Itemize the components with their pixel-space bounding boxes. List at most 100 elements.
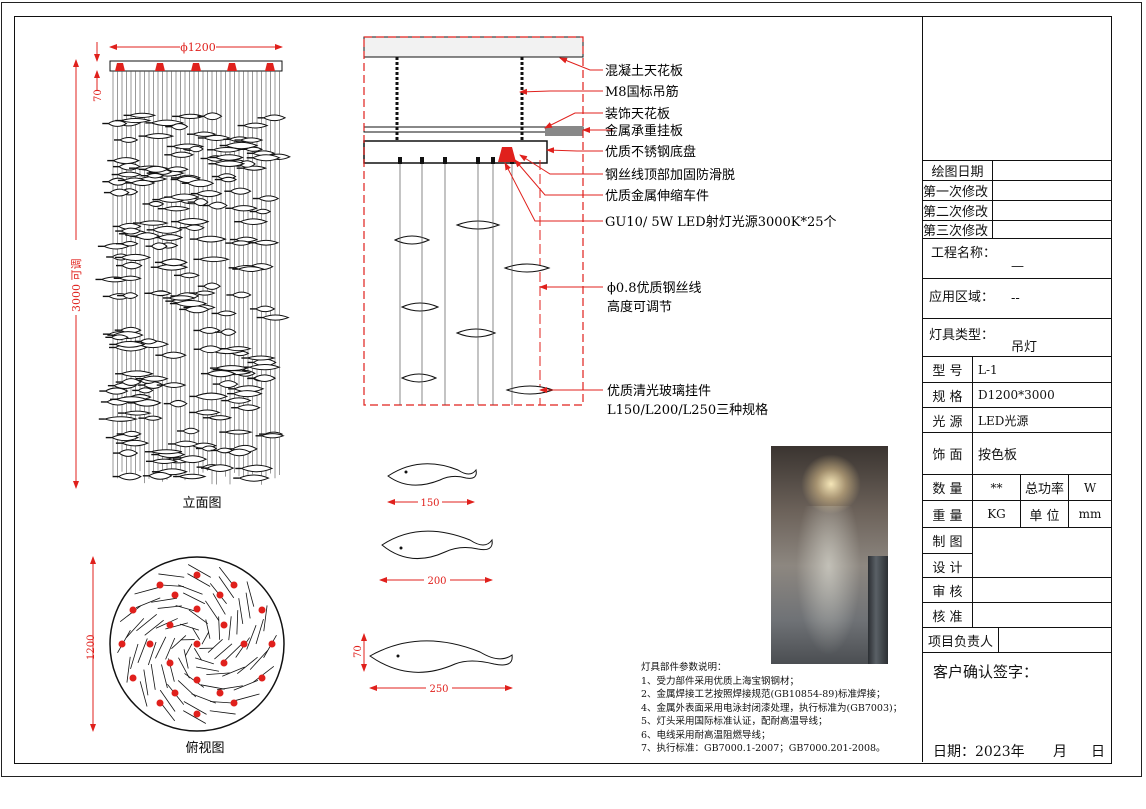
- approver-label: 核 准: [923, 603, 973, 627]
- title-block: 绘图日期 第一次修改 第二次修改 第三次修改 工程名称： — 应用区域： -- …: [922, 16, 1111, 762]
- glass-leaf: [216, 310, 237, 317]
- elevation-view: ϕ1200 70 3000 可调 立面图: [70, 40, 291, 511]
- drafter-label: 制 图: [923, 528, 973, 553]
- glass-leaf: [140, 375, 169, 382]
- client-sign-label: 客户确认签字：: [933, 663, 1039, 681]
- row-manager: 项目负责人: [923, 627, 1111, 652]
- glass-leaf: [220, 328, 237, 336]
- glass-leaf: [244, 146, 264, 152]
- light-point: [193, 605, 201, 613]
- note-item: 1、受力部件采用优质上海宝钢钢材；: [641, 675, 800, 687]
- glass-leaf: [197, 256, 231, 263]
- glass-leaf: [236, 266, 265, 272]
- glass-label-2: L150/L200/L250三种规格: [607, 402, 768, 418]
- glass-leaf: [178, 272, 200, 279]
- light-point: [258, 606, 266, 614]
- glass-leaf: [119, 253, 152, 262]
- light-point: [230, 581, 238, 589]
- light-point: [146, 640, 154, 648]
- glass-leaf: [137, 387, 154, 394]
- project-label: 工程名称：: [931, 246, 997, 261]
- row-model: 型 号 L-1: [923, 356, 1111, 382]
- callout-leader: [546, 147, 603, 154]
- outer-frame: [1, 2, 1142, 777]
- area-value: --: [1011, 291, 1020, 306]
- note-item: 2、金属焊接工艺按照焊接规范(GB10854-89)标准焊接；: [641, 689, 886, 700]
- glass-leaf: [109, 188, 130, 197]
- glass-leaf: [245, 355, 276, 361]
- row-qty: 数 量 ** 总功率 W: [923, 474, 1111, 500]
- callout-leader: [519, 154, 603, 175]
- glass-leaf: [118, 449, 139, 457]
- glass-leaf: [119, 370, 154, 378]
- glass-leaf: [102, 416, 139, 422]
- row-client-sign: 客户确认签字： 日期：2023年 月 日: [923, 652, 1111, 762]
- glass-leaf: [198, 345, 223, 354]
- light-point: [193, 640, 201, 648]
- rev3-label: 第三次修改: [923, 221, 993, 239]
- row-draw-date: 绘图日期: [923, 160, 1111, 180]
- glass-leaf: [257, 195, 280, 202]
- light-point: [193, 571, 201, 579]
- glass-leaf: [219, 176, 238, 183]
- glass-leaf: [213, 154, 244, 161]
- type-label: 灯具类型：: [929, 328, 995, 343]
- section-callouts: [504, 57, 613, 393]
- date-label: 日期：2023年: [933, 744, 1025, 760]
- glass-leaf: [261, 314, 290, 321]
- glass-leaf: [503, 263, 551, 273]
- glass-leaf: [116, 171, 142, 178]
- glass-leaf: [230, 240, 252, 246]
- callout-fitting: 优质金属伸缩车件: [605, 188, 709, 204]
- callout-deco-ceiling: 装饰天花板: [605, 106, 670, 122]
- elevation-caption: 立面图: [182, 496, 221, 511]
- glass-leaf: [143, 415, 163, 421]
- glass-leaf: [127, 112, 157, 118]
- manager-label: 项目负责人: [923, 628, 999, 652]
- glass-leaf: [160, 351, 187, 359]
- callout-base: 优质不锈钢底盘: [605, 144, 696, 160]
- pendant-70-dim: 70: [353, 645, 364, 658]
- light-point: [193, 676, 201, 684]
- top-dim: 70: [93, 89, 104, 102]
- glass-leaf: [240, 464, 274, 473]
- glass-leaf: [147, 471, 173, 480]
- glass-leaf: [230, 205, 258, 212]
- callout-led: GU10/ 5W LED射灯光源3000K*25个: [605, 214, 837, 230]
- glass-leaf: [120, 439, 150, 447]
- light-value: LED光源: [978, 413, 1029, 428]
- row-rev2: 第二次修改: [923, 200, 1111, 220]
- row-project: 工程名称： —: [923, 238, 1111, 278]
- glass-leaf: [121, 430, 142, 437]
- glass-leaf: [134, 232, 160, 240]
- row-finish: 饰 面 按色板: [923, 432, 1111, 474]
- glass-label: 优质清光玻璃挂件: [607, 384, 711, 399]
- glass-leaf: [202, 282, 221, 290]
- power-value: W: [1083, 480, 1097, 495]
- glass-leaf: [112, 157, 140, 165]
- light-point: [166, 621, 174, 629]
- spotlight-icon: [227, 63, 237, 71]
- glass-leaf: [231, 390, 263, 398]
- callout-labels: 混凝土天花板 M8国标吊筋 装饰天花板 金属承重挂板 优质不锈钢底盘 钢丝线顶部…: [605, 63, 837, 418]
- glass-leaf: [224, 346, 252, 352]
- draw-date-label: 绘图日期: [923, 161, 993, 180]
- glass-leaf: [192, 198, 209, 207]
- section-view: [363, 36, 584, 406]
- row-rev1: 第一次修改: [923, 180, 1111, 200]
- glass-leaf: [174, 300, 208, 308]
- glass-leaf: [214, 365, 249, 372]
- glass-leaf: [188, 145, 204, 153]
- led-spotlight-icon: [498, 147, 516, 162]
- glass-leaf: [201, 445, 218, 452]
- glass-leaf: [151, 225, 183, 234]
- glass-leaf: [239, 137, 264, 143]
- glass-leaf: [150, 242, 168, 251]
- model-value: L-1: [978, 362, 998, 377]
- glass-leaf: [114, 396, 149, 403]
- spec-label: 规 格: [923, 383, 973, 407]
- unit-label: 单 位: [1021, 501, 1069, 527]
- spotlight-icon: [115, 63, 125, 71]
- glass-leaf: [161, 382, 187, 388]
- glass-leaf: [119, 118, 152, 124]
